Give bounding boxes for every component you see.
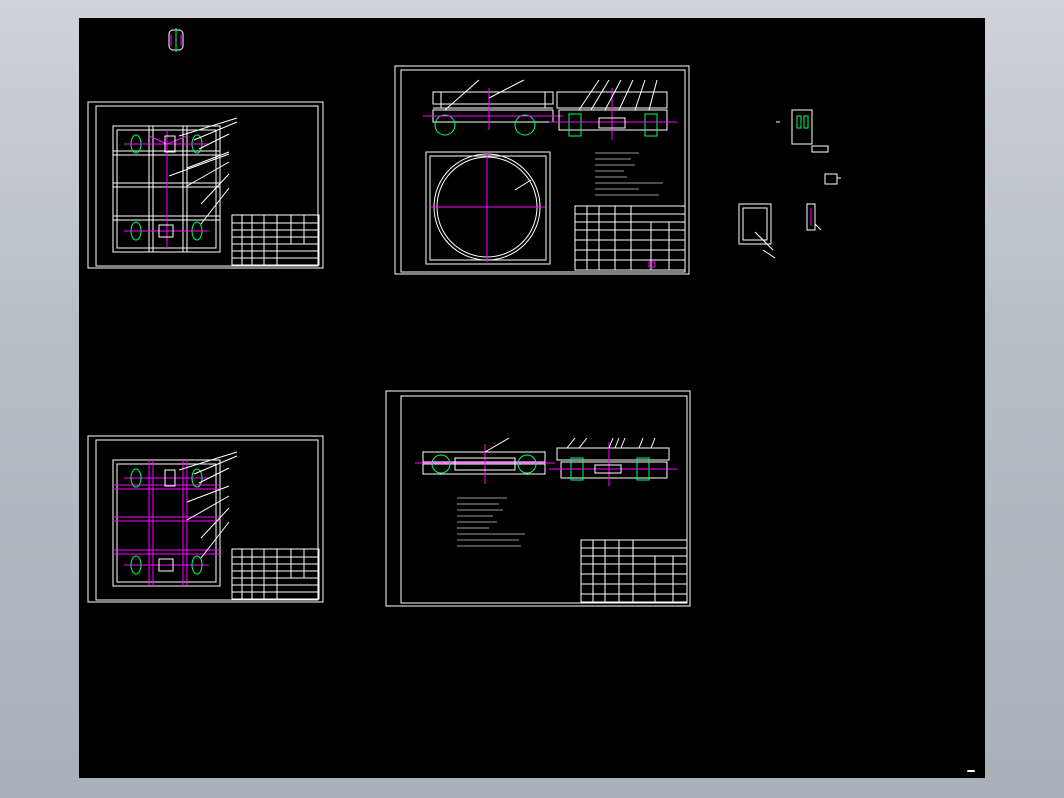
sheet-top-left[interactable]	[87, 101, 324, 269]
cad-model-space[interactable]	[79, 18, 985, 778]
status-badge	[967, 770, 975, 772]
sheet-bottom-left[interactable]	[87, 435, 324, 603]
sheet-bottom-center[interactable]	[385, 390, 691, 607]
sheet-top-center[interactable]	[394, 65, 690, 275]
block-symbol-icon	[168, 28, 184, 52]
detail-parts[interactable]	[738, 109, 841, 259]
drawing-canvas[interactable]	[79, 18, 985, 778]
